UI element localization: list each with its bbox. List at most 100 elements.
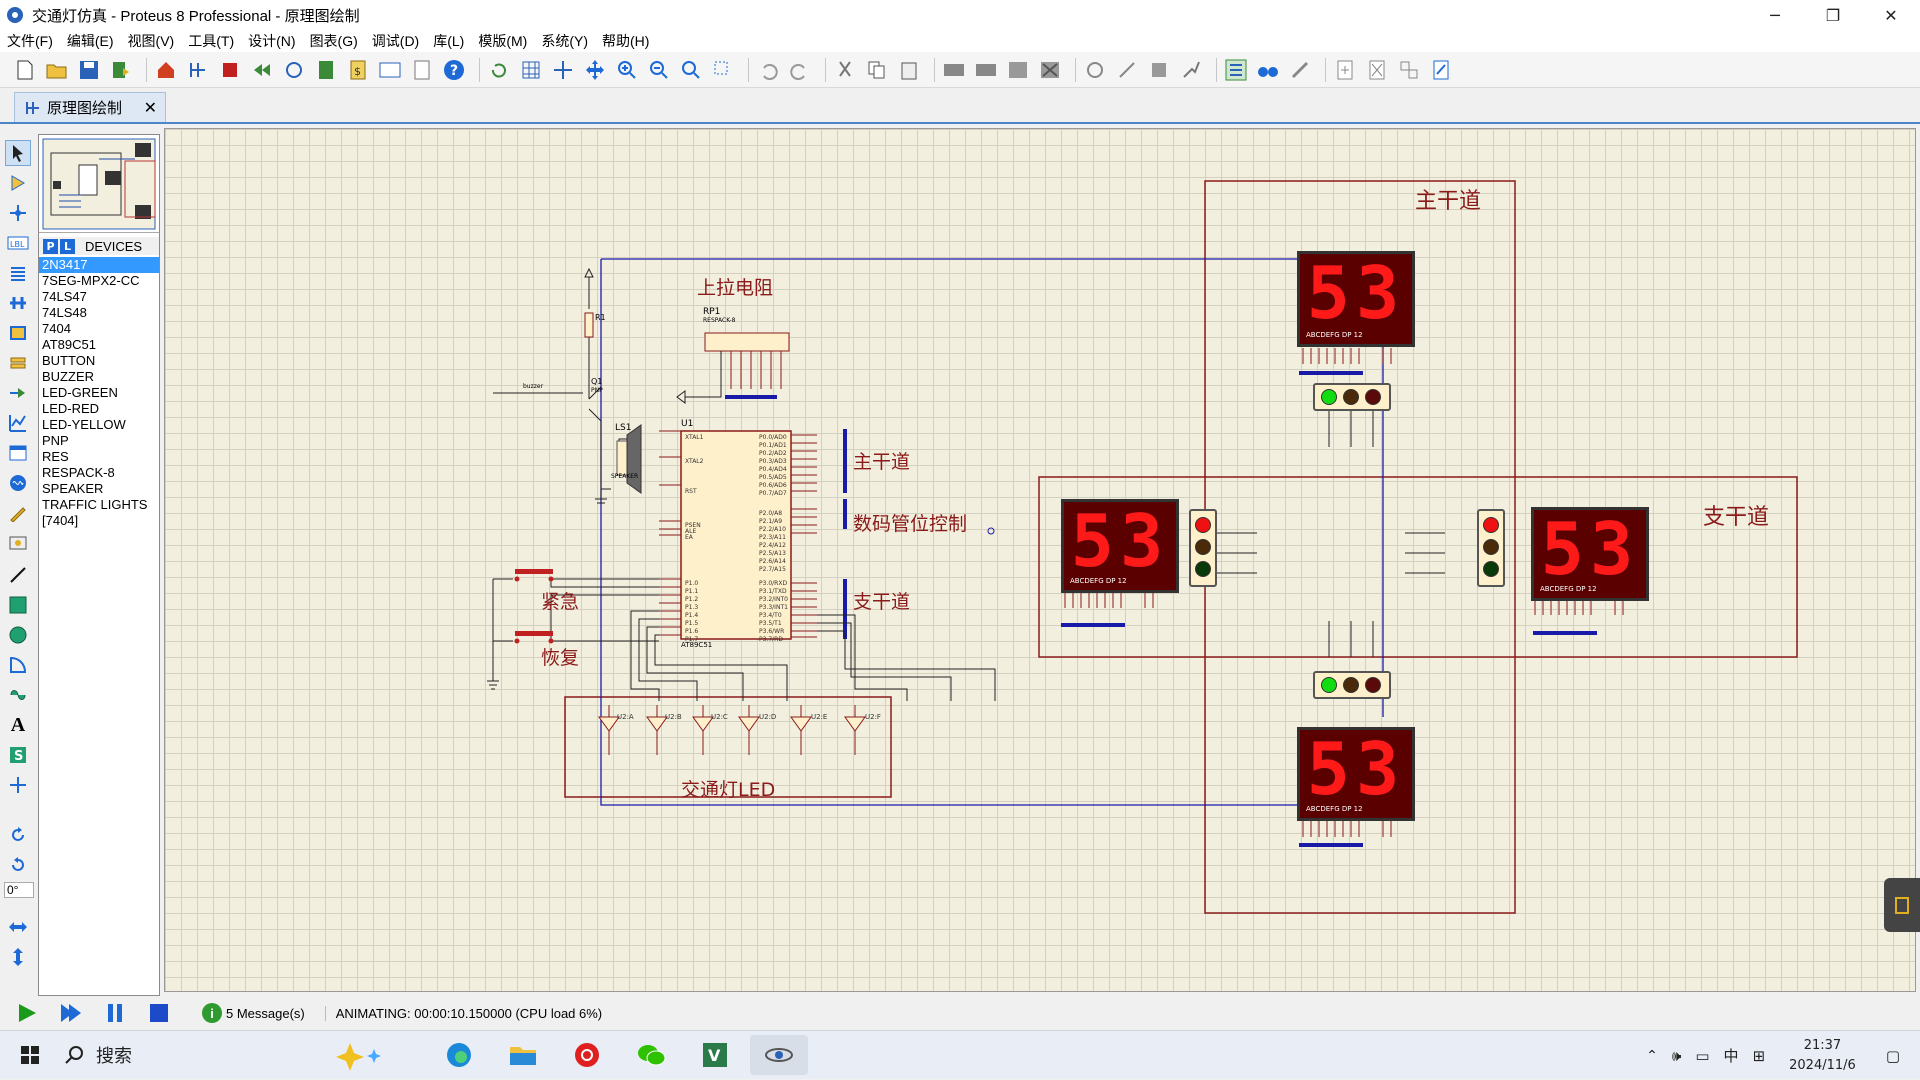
make-device-icon[interactable]: [1114, 57, 1140, 83]
wechat-icon[interactable]: [622, 1035, 680, 1075]
text-script-icon[interactable]: [5, 260, 31, 286]
selection-mode-icon[interactable]: [5, 140, 31, 166]
component-mode-icon[interactable]: [5, 170, 31, 196]
property-tool-icon[interactable]: [1287, 57, 1313, 83]
keyboard-layout-icon[interactable]: ⊞: [1752, 1046, 1766, 1065]
wire-label-icon[interactable]: LBL: [5, 230, 31, 256]
list-item[interactable]: [7404]: [42, 513, 79, 528]
windows-start-icon[interactable]: [8, 1045, 52, 1065]
restore-button[interactable]: ❐: [1825, 5, 1841, 25]
refresh-icon[interactable]: [486, 57, 512, 83]
network-icon[interactable]: ▭: [1695, 1046, 1710, 1065]
mirror-vertical-icon[interactable]: [5, 944, 31, 970]
menu-template[interactable]: 模版(M): [478, 33, 528, 49]
block-move-icon[interactable]: [973, 57, 999, 83]
design-explorer-icon[interactable]: [1428, 57, 1454, 83]
list-item[interactable]: PNP: [42, 433, 69, 448]
arc-tool-icon[interactable]: [5, 652, 31, 678]
list-item[interactable]: 74LS48: [42, 305, 87, 320]
simulation-icon[interactable]: [249, 57, 275, 83]
circle-tool-icon[interactable]: [5, 622, 31, 648]
menu-view[interactable]: 视图(V): [127, 33, 175, 49]
undo-icon[interactable]: [755, 57, 781, 83]
keil-uvision-icon[interactable]: V: [686, 1035, 744, 1075]
generator-icon[interactable]: [5, 470, 31, 496]
new-sheet-icon[interactable]: [1332, 57, 1358, 83]
help-icon[interactable]: ?: [441, 57, 467, 83]
clock[interactable]: 21:37 2024/11/6: [1789, 1036, 1856, 1076]
library-manager-button[interactable]: L: [60, 238, 75, 254]
zoom-area-icon[interactable]: [710, 57, 736, 83]
rotate-anticlockwise-icon[interactable]: [5, 852, 31, 878]
taskbar-search[interactable]: 搜索: [64, 1042, 132, 1068]
zoom-all-icon[interactable]: [678, 57, 704, 83]
bus-icon[interactable]: [5, 290, 31, 316]
block-rotate-icon[interactable]: [1005, 57, 1031, 83]
proteus-taskbar-icon[interactable]: [750, 1035, 808, 1075]
ime-indicator[interactable]: 中: [1723, 1047, 1739, 1065]
pcb-icon[interactable]: [217, 57, 243, 83]
play-button[interactable]: [12, 998, 42, 1028]
list-item[interactable]: 2N3417: [39, 257, 159, 273]
virtual-instrument-icon[interactable]: [5, 530, 31, 556]
menu-graph[interactable]: 图表(G): [309, 33, 358, 49]
block-delete-icon[interactable]: [1037, 57, 1063, 83]
open-folder-icon[interactable]: [44, 57, 70, 83]
list-item[interactable]: LED-GREEN: [42, 385, 118, 400]
junction-dot-icon[interactable]: [5, 200, 31, 226]
packaging-icon[interactable]: [1146, 57, 1172, 83]
list-item[interactable]: TRAFFIC LIGHTS: [42, 497, 148, 512]
overview-window[interactable]: [39, 135, 159, 233]
list-item[interactable]: RES: [42, 449, 69, 464]
home-icon[interactable]: [153, 57, 179, 83]
sparkle-icon[interactable]: [330, 1041, 390, 1075]
menu-design[interactable]: 设计(N): [248, 33, 296, 49]
pan-icon[interactable]: [582, 57, 608, 83]
source-code-icon[interactable]: [377, 57, 403, 83]
document-icon[interactable]: [409, 57, 435, 83]
speaker-icon[interactable]: 🕪: [1671, 1046, 1682, 1065]
decompose-icon[interactable]: [1178, 57, 1204, 83]
block-copy-icon[interactable]: [941, 57, 967, 83]
grid-icon[interactable]: [518, 57, 544, 83]
device-pins-icon[interactable]: [5, 380, 31, 406]
menu-system[interactable]: 系统(Y): [541, 33, 589, 49]
graph-mode-icon[interactable]: [5, 410, 31, 436]
exit-parent-icon[interactable]: [1396, 57, 1422, 83]
schematic-icon[interactable]: [185, 57, 211, 83]
list-item[interactable]: RESPACK-8: [42, 465, 115, 480]
search-tag-icon[interactable]: [1255, 57, 1281, 83]
menu-debug[interactable]: 调试(D): [371, 33, 420, 49]
restore-button[interactable]: [515, 631, 553, 636]
step-button[interactable]: [56, 998, 86, 1028]
mirror-horizontal-icon[interactable]: [5, 914, 31, 940]
chevron-up-icon[interactable]: ⌃: [1646, 1047, 1658, 1064]
message-indicator[interactable]: i 5 Message(s): [202, 1003, 305, 1023]
pick-device-icon[interactable]: [1082, 57, 1108, 83]
list-item[interactable]: LED-RED: [42, 401, 100, 416]
pause-button[interactable]: [100, 998, 130, 1028]
symbol-tool-icon[interactable]: S: [5, 742, 31, 768]
menu-edit[interactable]: 编辑(E): [66, 33, 114, 49]
wire-autorouter-icon[interactable]: [1223, 57, 1249, 83]
list-item[interactable]: LED-YELLOW: [42, 417, 126, 432]
gerber-icon[interactable]: [313, 57, 339, 83]
marker-tool-icon[interactable]: [5, 772, 31, 798]
line-tool-icon[interactable]: [5, 562, 31, 588]
netease-music-icon[interactable]: [558, 1035, 616, 1075]
remove-sheet-icon[interactable]: [1364, 57, 1390, 83]
list-item[interactable]: 7404: [42, 321, 71, 336]
rotation-angle-field[interactable]: 0°: [4, 882, 34, 898]
redo-icon[interactable]: [787, 57, 813, 83]
notification-icon[interactable]: ▢: [1885, 1046, 1900, 1065]
list-item[interactable]: 74LS47: [42, 289, 87, 304]
new-file-icon[interactable]: [12, 57, 38, 83]
list-item[interactable]: SPEAKER: [42, 481, 104, 496]
list-item[interactable]: AT89C51: [42, 337, 96, 352]
import-icon[interactable]: [108, 57, 134, 83]
bom-icon[interactable]: $: [345, 57, 371, 83]
tape-recorder-icon[interactable]: [5, 440, 31, 466]
zoom-in-icon[interactable]: [614, 57, 640, 83]
emergency-button[interactable]: [515, 569, 553, 574]
list-item[interactable]: BUTTON: [42, 353, 96, 368]
